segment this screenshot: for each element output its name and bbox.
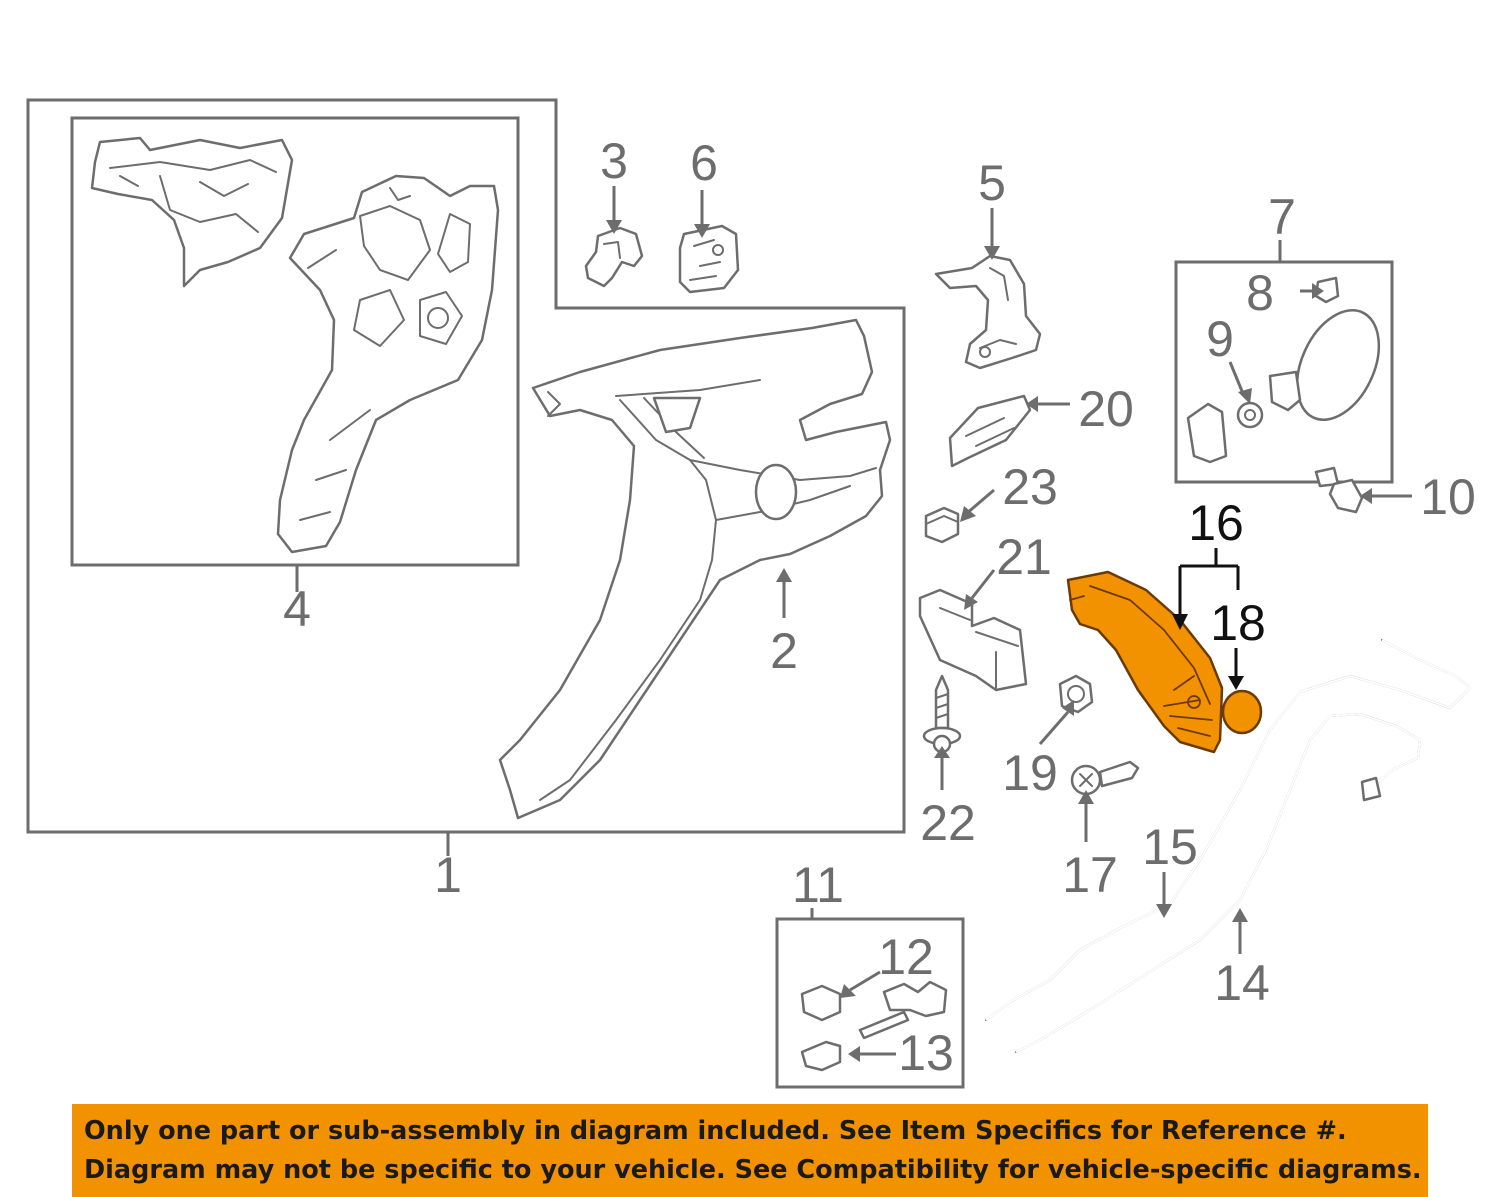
- part-7-fuel-door: [1186, 309, 1381, 464]
- callout-5: 5: [978, 155, 1006, 211]
- callout-12: 12: [878, 929, 934, 985]
- callout-1: 1: [434, 847, 462, 903]
- callout-7: 7: [1268, 189, 1296, 245]
- disclaimer-line-2: Diagram may not be specific to your vehi…: [84, 1155, 1422, 1185]
- part-4-inner-panel: [90, 136, 500, 554]
- assembly-box-7: [1174, 260, 1394, 484]
- callout-20: 20: [1078, 381, 1134, 437]
- part-2-quarter-panel: [498, 318, 892, 820]
- disclaimer-line-1: Only one part or sub-assembly in diagram…: [84, 1116, 1347, 1146]
- callout-3: 3: [600, 133, 628, 189]
- callout-21: 21: [996, 529, 1052, 585]
- callout-14: 14: [1214, 955, 1270, 1011]
- callout-8: 8: [1246, 265, 1274, 321]
- part-22-screw: [922, 674, 962, 754]
- callout-2: 2: [770, 623, 798, 679]
- part-18-cap: [1221, 689, 1263, 735]
- part-21-bracket: [918, 588, 1028, 692]
- callout-16: 16: [1188, 495, 1244, 551]
- part-19-nut: [1058, 674, 1094, 714]
- part-16-fuel-filler-housing: [1066, 570, 1224, 754]
- callout-10: 10: [1420, 469, 1476, 525]
- part-9-seal: [1236, 401, 1264, 429]
- part-5-bracket: [934, 254, 1042, 370]
- leader-lines-highlight: [1172, 548, 1244, 690]
- callout-labels: 1 2 3 4 5 6 7 8 9 10 11 12 13 14 15 16 1…: [283, 133, 1476, 1081]
- part-17-screw: [1070, 760, 1140, 796]
- assembly-box-11: [775, 917, 965, 1089]
- part-6-bracket: [678, 224, 740, 294]
- callout-23: 23: [1002, 459, 1058, 515]
- callout-19: 19: [1002, 745, 1058, 801]
- part-15-cable: [985, 639, 1472, 1021]
- callout-17: 17: [1062, 847, 1118, 903]
- callout-22: 22: [920, 795, 976, 851]
- callout-11: 11: [792, 857, 844, 913]
- part-20-bracket: [948, 394, 1032, 468]
- part-11-clips: [800, 980, 948, 1072]
- leader-arrowheads: [606, 220, 1372, 1062]
- callout-9: 9: [1206, 311, 1234, 367]
- part-16-shape: [1066, 570, 1224, 754]
- callout-6: 6: [690, 135, 718, 191]
- leader-lines: [295, 186, 1412, 1056]
- disclaimer-banner: Only one part or sub-assembly in diagram…: [72, 1104, 1428, 1197]
- callout-13: 13: [898, 1025, 954, 1081]
- part-14-cable: [1015, 712, 1422, 1053]
- callout-4: 4: [283, 581, 311, 637]
- assembly-box-1: [26, 98, 906, 834]
- part-23-clip: [924, 506, 960, 544]
- callout-18: 18: [1210, 595, 1266, 651]
- part-3-bracket: [584, 226, 644, 288]
- part-10-bolt: [1314, 466, 1364, 514]
- callout-15: 15: [1142, 819, 1198, 875]
- assembly-box-4: [70, 116, 520, 567]
